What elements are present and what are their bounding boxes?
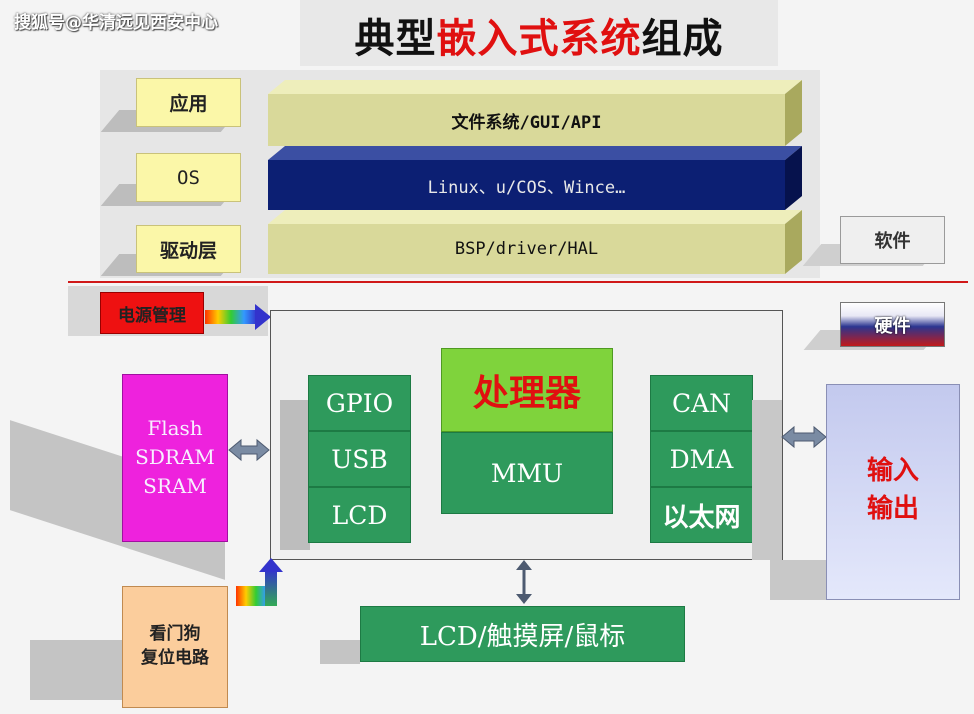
module-can: CAN (650, 375, 753, 431)
memory-flash: Flash (147, 416, 203, 440)
io-block (826, 384, 960, 600)
memory-labels: Flash SDRAM SRAM (122, 414, 228, 501)
io-shadow (770, 560, 830, 600)
memory-block (122, 374, 228, 542)
left-module-shadow (280, 400, 310, 550)
module-usb: USB (308, 431, 411, 487)
label-driver: 驱动层 (136, 225, 241, 273)
io-input: 输入 (866, 456, 919, 486)
io-output: 输出 (866, 494, 919, 524)
title-backdrop (300, 0, 778, 66)
software-hardware-divider (68, 281, 968, 283)
software-label: 软件 (840, 216, 945, 264)
watermark: 搜狐号@华清远见西安中心 (14, 13, 218, 33)
layer-os: Linux、u/COS、Wince… (427, 177, 626, 198)
display-devices: LCD/触摸屏/鼠标 (360, 606, 685, 662)
title-part2: 嵌入式系统 (436, 16, 642, 62)
watchdog-block (122, 586, 228, 708)
power-arrow (205, 310, 257, 324)
title-part1: 典型 (354, 16, 437, 62)
watchdog-label: 看门狗 复位电路 (122, 622, 228, 670)
module-dma: DMA (650, 431, 753, 487)
title-part3: 组成 (641, 16, 724, 62)
page-title: 典型 嵌入式系统 组成 (300, 6, 778, 64)
module-gpio: GPIO (308, 375, 411, 431)
display-shadow (320, 640, 360, 664)
label-os: OS (136, 153, 241, 202)
label-app: 应用 (136, 78, 241, 127)
memory-sram: SRAM (143, 474, 207, 498)
watchdog-arrow-head (259, 558, 283, 572)
module-lcd: LCD (308, 487, 411, 543)
hardware-label: 硬件 (840, 302, 945, 347)
watchdog-line2: 复位电路 (141, 648, 209, 668)
io-bus-arrow (781, 425, 827, 449)
watchdog-line1: 看门狗 (149, 624, 201, 644)
power-arrow-head (255, 304, 271, 330)
layer-filesystem: 文件系统/GUI/API (451, 112, 602, 133)
io-label: 输入 输出 (826, 452, 960, 528)
module-mmu: MMU (441, 432, 613, 514)
memory-sdram: SDRAM (135, 445, 215, 469)
watchdog-arrow-bar (236, 586, 266, 606)
memory-bus-arrow (228, 438, 270, 462)
power-management: 电源管理 (100, 292, 204, 334)
layer-bsp: BSP/driver/HAL (454, 239, 599, 259)
right-module-shadow (752, 400, 782, 560)
watchdog-arrow-stem (265, 570, 277, 606)
processor-core: 处理器 (441, 348, 613, 432)
module-ethernet: 以太网 (650, 487, 753, 543)
